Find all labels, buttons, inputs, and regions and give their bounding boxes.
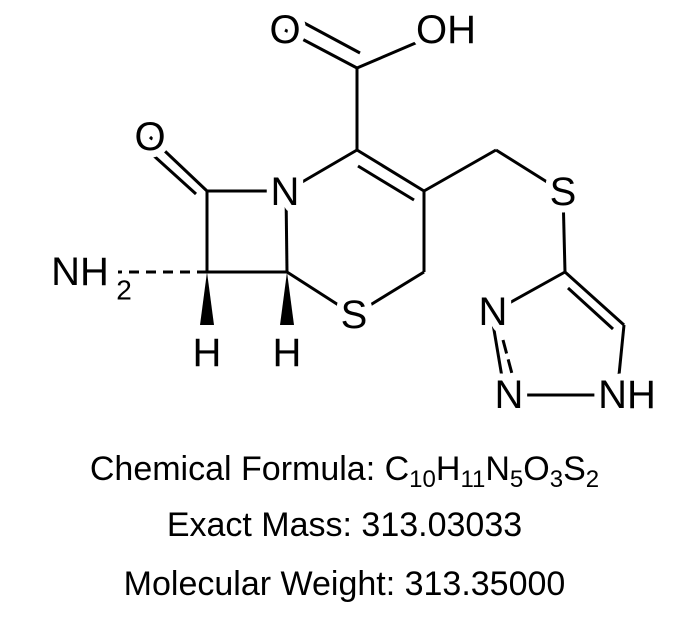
chemical-formula: Chemical Formula: C10H11N5O3S2 bbox=[0, 450, 689, 492]
formula-count: 10 bbox=[409, 466, 436, 493]
lactam-oxygen-label: O bbox=[134, 115, 165, 159]
triazole-n1-label: N bbox=[479, 290, 508, 334]
formula-element: H bbox=[435, 450, 461, 488]
side-sulfur-label: S bbox=[550, 170, 577, 214]
formula-element: C bbox=[384, 450, 410, 488]
formula-element: S bbox=[563, 450, 586, 488]
exact-mass: Exact Mass: 313.03033 bbox=[166, 506, 523, 544]
atom-labels: O OH O N NH 2 H H S S N N NH bbox=[44, 1, 663, 424]
hydroxyl-label: OH bbox=[416, 8, 476, 52]
formula-count: 11 bbox=[460, 466, 486, 493]
triazole-nh-label: NH bbox=[598, 373, 656, 417]
molecular-weight: Molecular Weight: 313.35000 bbox=[123, 565, 566, 603]
formula-element: O bbox=[523, 450, 550, 488]
bonds bbox=[118, 15, 626, 397]
formula-count: 3 bbox=[549, 466, 564, 493]
structure-diagram: O OH O N NH 2 H H S S N N NH bbox=[44, 1, 663, 424]
ring-sulfur-label: S bbox=[341, 293, 368, 337]
amine-subscript: 2 bbox=[116, 275, 132, 306]
amine-label: NH bbox=[51, 250, 109, 294]
formula-count: 5 bbox=[509, 466, 524, 493]
ring-nitrogen-label: N bbox=[271, 170, 300, 214]
formula-element: N bbox=[485, 450, 510, 488]
formula-value: C10H11N5O3S2 bbox=[384, 450, 600, 492]
formula-label: Chemical Formula: bbox=[89, 450, 385, 488]
acid-oxygen-label: O bbox=[269, 8, 300, 52]
hydrogen-label-2: H bbox=[273, 331, 302, 375]
hydrogen-label-1: H bbox=[193, 331, 222, 375]
triazole-n2-label: N bbox=[495, 373, 524, 417]
formula-count: 2 bbox=[585, 466, 600, 493]
